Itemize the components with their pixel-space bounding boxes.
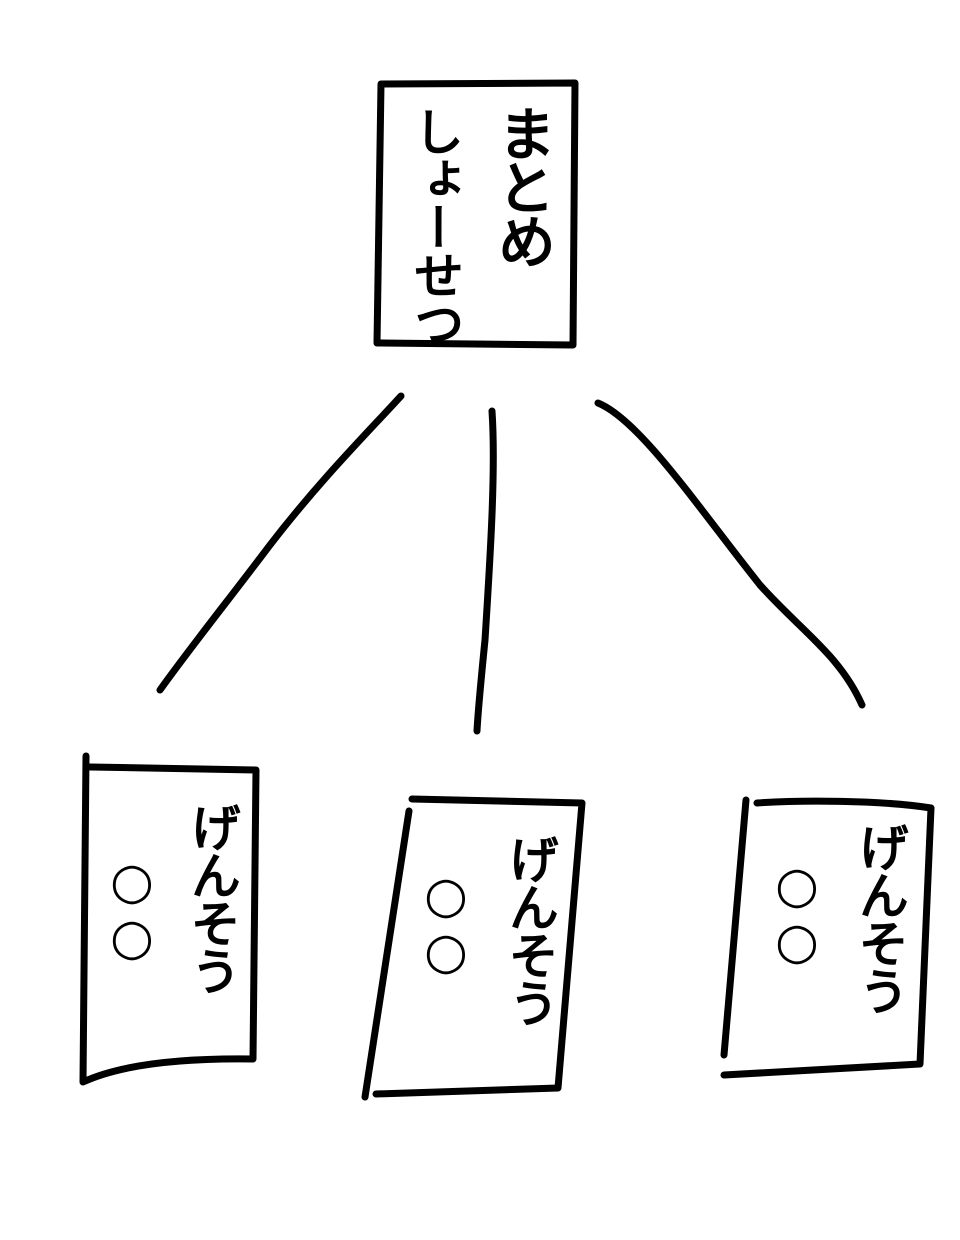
child-node-3: げんそう ○○ <box>720 796 935 1079</box>
root-label-sub: しょーせつ <box>406 106 464 346</box>
connector-left <box>156 392 405 694</box>
child-node-1: げんそう ○○ <box>79 752 260 1086</box>
child-2-label-sub: ○○ <box>417 866 475 978</box>
child-3-label-sub: ○○ <box>768 856 826 968</box>
child-node-2: げんそう ○○ <box>361 795 586 1101</box>
child-3-box-outline <box>720 796 935 1079</box>
root-label-main: まとめ <box>488 104 556 267</box>
connectors <box>156 392 866 735</box>
child-3-label-main: げんそう <box>851 822 909 1014</box>
child-2-box-outline <box>361 795 586 1101</box>
root-node: まとめ しょーせつ <box>373 79 579 349</box>
connector-right <box>594 399 866 709</box>
child-1-label-main: げんそう <box>183 802 241 994</box>
root-box-outline <box>373 79 579 349</box>
child-1-label-sub: ○○ <box>103 852 161 964</box>
connector-middle <box>473 407 497 735</box>
child-2-label-main: げんそう <box>501 834 559 1026</box>
child-1-box-outline <box>79 752 260 1086</box>
